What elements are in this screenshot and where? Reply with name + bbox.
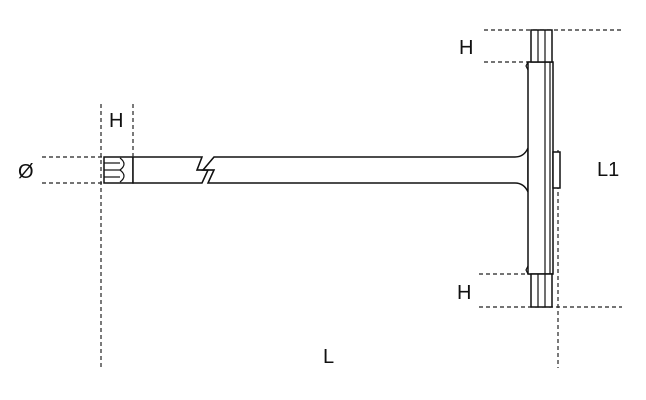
handle-length-label: L1 [597, 159, 619, 181]
tip-h-label: H [109, 110, 123, 132]
top-h-label: H [459, 37, 473, 59]
dimension-lines [42, 29, 622, 368]
t-handle [525, 29, 561, 308]
shaft [132, 147, 529, 193]
overall-length-label: L [323, 346, 334, 368]
diameter-label: Ø [18, 161, 34, 183]
bottom-h-label: H [457, 282, 471, 304]
hex-tip [103, 156, 134, 184]
